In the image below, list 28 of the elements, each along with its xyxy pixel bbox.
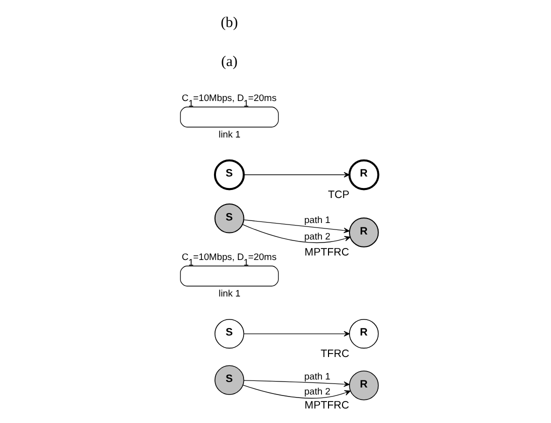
edge-label: path 1 — [304, 370, 330, 382]
node-circle: R — [348, 218, 378, 248]
arrow — [243, 380, 350, 387]
label: (a) — [220, 54, 238, 70]
node-label: link 1 — [218, 287, 240, 298]
arrow — [243, 172, 350, 178]
edge-label: path 2 — [304, 385, 330, 396]
node-label: TFRC — [320, 348, 349, 360]
node-circle: S — [214, 365, 244, 395]
node-circle: S — [213, 159, 244, 190]
node-label: TCP — [327, 188, 349, 201]
node-circle: S — [214, 318, 244, 349]
arrow — [242, 384, 350, 399]
node-box — [180, 266, 278, 286]
node-box — [180, 106, 278, 128]
node-circle: R — [348, 370, 378, 400]
node-circle: S — [214, 203, 244, 234]
node-label: link 1 — [218, 128, 240, 140]
node-label: MPTFRC — [304, 246, 349, 258]
arrow — [242, 220, 350, 234]
node-circle: R — [348, 318, 378, 349]
node-circle: R — [348, 159, 379, 190]
arrow — [243, 331, 350, 337]
edge-label: path 2 — [304, 230, 330, 242]
edge-label: path 1 — [304, 214, 330, 226]
arrow — [242, 224, 350, 244]
label: (b) — [220, 14, 238, 31]
node-label: MPTFRC — [304, 399, 349, 412]
